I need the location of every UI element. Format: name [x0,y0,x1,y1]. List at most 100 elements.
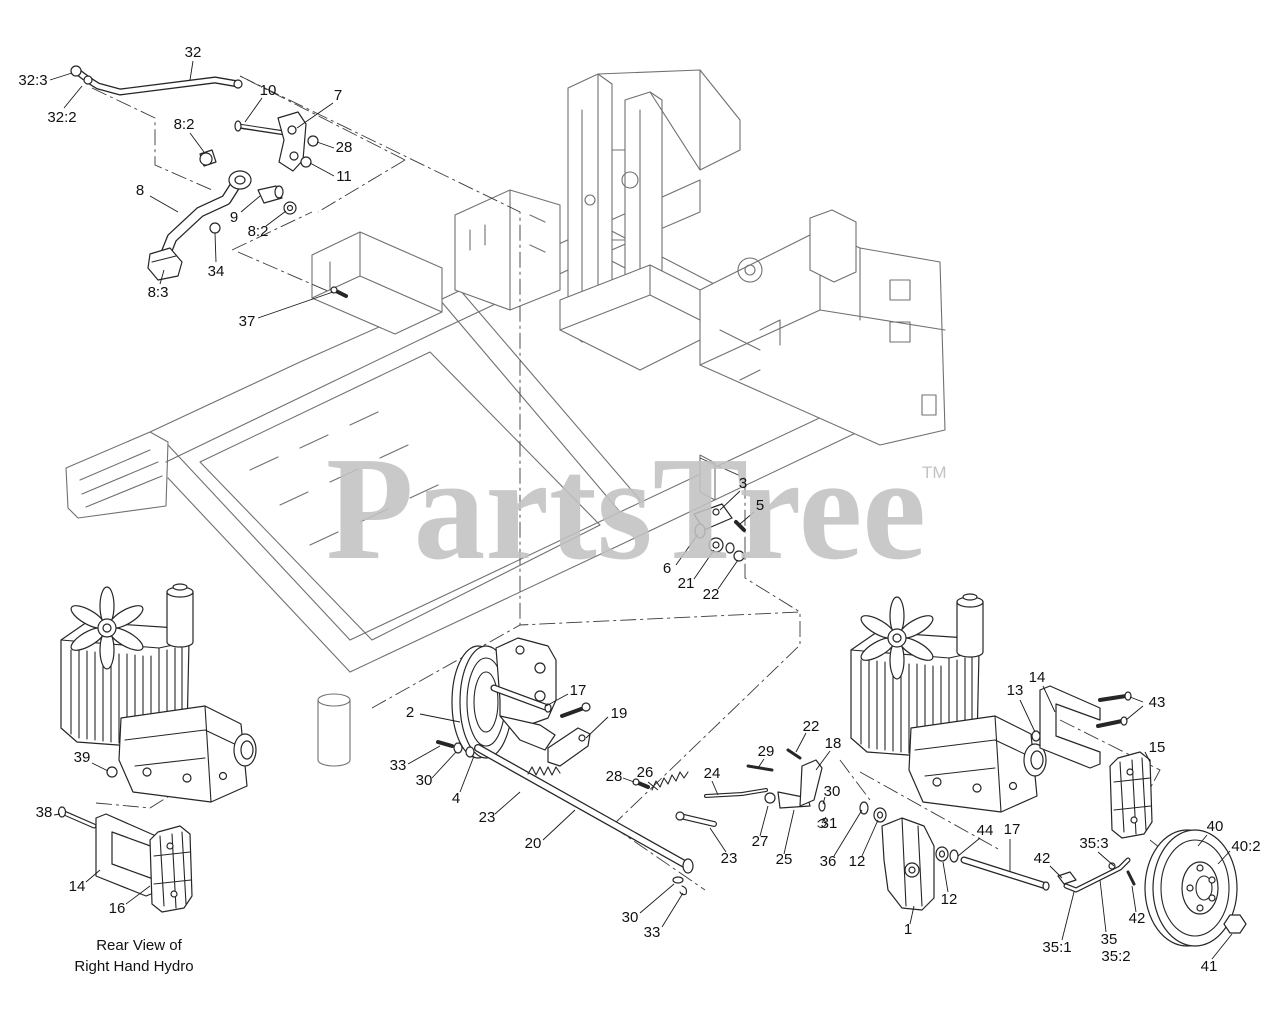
callout-37: 37 [239,313,256,330]
hydro-rear-view [60,583,257,803]
brake-15 [1109,751,1153,839]
bolt-38 [57,806,97,829]
callout-11: 11 [336,168,352,185]
bolts-43 [1096,691,1132,728]
callout-7: 7 [334,87,342,104]
callout-35: 35 [1101,931,1118,948]
bracket-18 [799,759,823,807]
bolt-33-washer-30 [436,740,475,758]
callout-42: 42 [1129,910,1146,927]
bolt-22-center [786,748,802,760]
callout-12: 12 [941,891,958,908]
callout-29: 29 [758,743,775,760]
callout-8-2: 8:2 [248,223,269,240]
callout-39: 39 [74,749,91,766]
pulley-assembly-2 [451,637,557,759]
brake-disk-40 [1144,829,1238,947]
callout-40: 40 [1207,818,1224,835]
callout-labels: 3 2 32:3 32:2 10 7 8:2 28 11 8 9 8:2 34 8… [18,44,1260,975]
callout-42: 42 [1034,850,1051,867]
callout-32-3: 32:3 [18,72,47,89]
frame-hardware [693,503,746,562]
callout-23: 23 [721,850,738,867]
callout-32-2: 32:2 [47,109,76,126]
callout-30: 30 [416,772,433,789]
spring-26 [651,771,689,791]
bolt-10 [234,120,288,136]
bushing-8-2-upper [199,149,217,167]
callout-1: 1 [904,921,912,938]
callout-44: 44 [977,822,994,839]
callout-36: 36 [820,853,837,870]
callout-21: 21 [678,575,695,592]
callout-2: 2 [406,704,414,721]
nut-11 [300,156,312,168]
callout-8: 8 [136,182,144,199]
pin-37 [330,286,348,298]
callout-35-2: 35:2 [1101,948,1130,965]
callout-30: 30 [824,783,841,800]
lever-8 [147,170,252,281]
callout-24: 24 [704,765,721,782]
callout-33: 33 [644,924,661,941]
arm-23 [675,811,717,827]
nut-28 [307,135,319,147]
nut-34 [209,222,221,234]
callout-27: 27 [752,833,769,850]
callout-18: 18 [825,735,842,752]
bolt-33-washer-30-lower [672,876,688,896]
callout-22: 22 [803,718,820,735]
callout-33: 33 [390,757,407,774]
callout-41: 41 [1201,958,1218,975]
callout-3: 3 [739,475,747,492]
spring-23-left [527,766,561,776]
callout-14: 14 [1029,669,1046,686]
pivot-tube-9 [257,185,284,204]
callout-43: 43 [1149,694,1166,711]
callout-8-3: 8:3 [148,284,169,301]
callout-14: 14 [69,878,86,895]
bushing-12-upper [873,807,887,823]
shaft-17-right [960,856,1050,891]
nut-39 [106,766,118,778]
hydro-right [850,593,1047,813]
pump-arm-1 [881,817,935,911]
brake-16 [149,825,193,913]
link-24 [704,788,768,798]
bracket-14-rear [95,813,157,897]
callout-31: 31 [821,815,838,832]
bellcrank-19 [547,702,591,767]
callout-16: 16 [109,900,126,917]
callout-38: 38 [36,804,53,821]
pin-42-right [1126,870,1136,886]
callout-26: 26 [637,764,654,781]
partstree-watermark: PartsTree [326,427,926,591]
callout-10: 10 [260,82,277,99]
callout-34: 34 [208,263,225,280]
rear-view-caption-line2: Right Hand Hydro [74,958,193,975]
washer-30-center [818,800,826,812]
rear-view-caption-line1: Rear View of [96,937,182,954]
callout-23: 23 [479,809,496,826]
callout-8-2: 8:2 [174,116,195,133]
callout-20: 20 [525,835,542,852]
clip-31 [817,818,827,829]
rod-end-27 [764,792,776,804]
callout-25: 25 [776,851,793,868]
bolt-29 [746,764,774,772]
bushing-8-2-lower [283,201,297,215]
control-rod-32 [70,65,243,96]
chassis-frame [65,69,946,767]
callout-9: 9 [230,209,238,226]
trademark-mark: TM [922,463,947,482]
leader-lines [49,60,1233,960]
shaft-17-center [490,684,552,713]
washer-44 [949,849,959,863]
callout-35-3: 35:3 [1079,835,1108,852]
callout-28: 28 [336,139,353,156]
bushing-12-lower [935,846,949,862]
callout-17: 17 [570,682,587,699]
callout-19: 19 [611,705,628,722]
washer-13 [1031,730,1041,742]
